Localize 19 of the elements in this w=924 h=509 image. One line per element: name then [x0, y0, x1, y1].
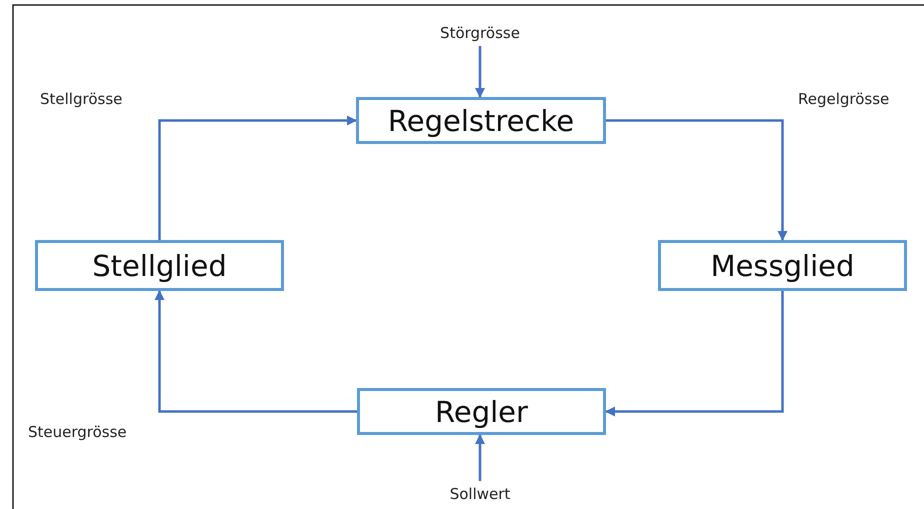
arrow: [158, 116, 357, 240]
signal-label: Stellgrösse: [40, 90, 122, 108]
signal-label: Steuergrösse: [28, 423, 127, 441]
arrow: [154, 290, 357, 413]
arrow: [475, 46, 485, 98]
box-title: Regelstrecke: [388, 104, 574, 138]
process-box: [357, 388, 606, 435]
box-title: Messglied: [710, 248, 854, 282]
arrow: [605, 291, 784, 416]
input-label: Sollwert: [420, 481, 540, 507]
process-box: [658, 240, 907, 291]
box-title: Stellglied: [92, 248, 227, 282]
arrow: [475, 434, 485, 481]
input-label: Störgrösse: [420, 20, 540, 46]
process-box: [356, 97, 606, 144]
arrow: [606, 119, 788, 241]
process-box: [35, 240, 284, 291]
box-title: Regler: [435, 394, 528, 428]
signal-label: Regelgrösse: [798, 90, 890, 108]
